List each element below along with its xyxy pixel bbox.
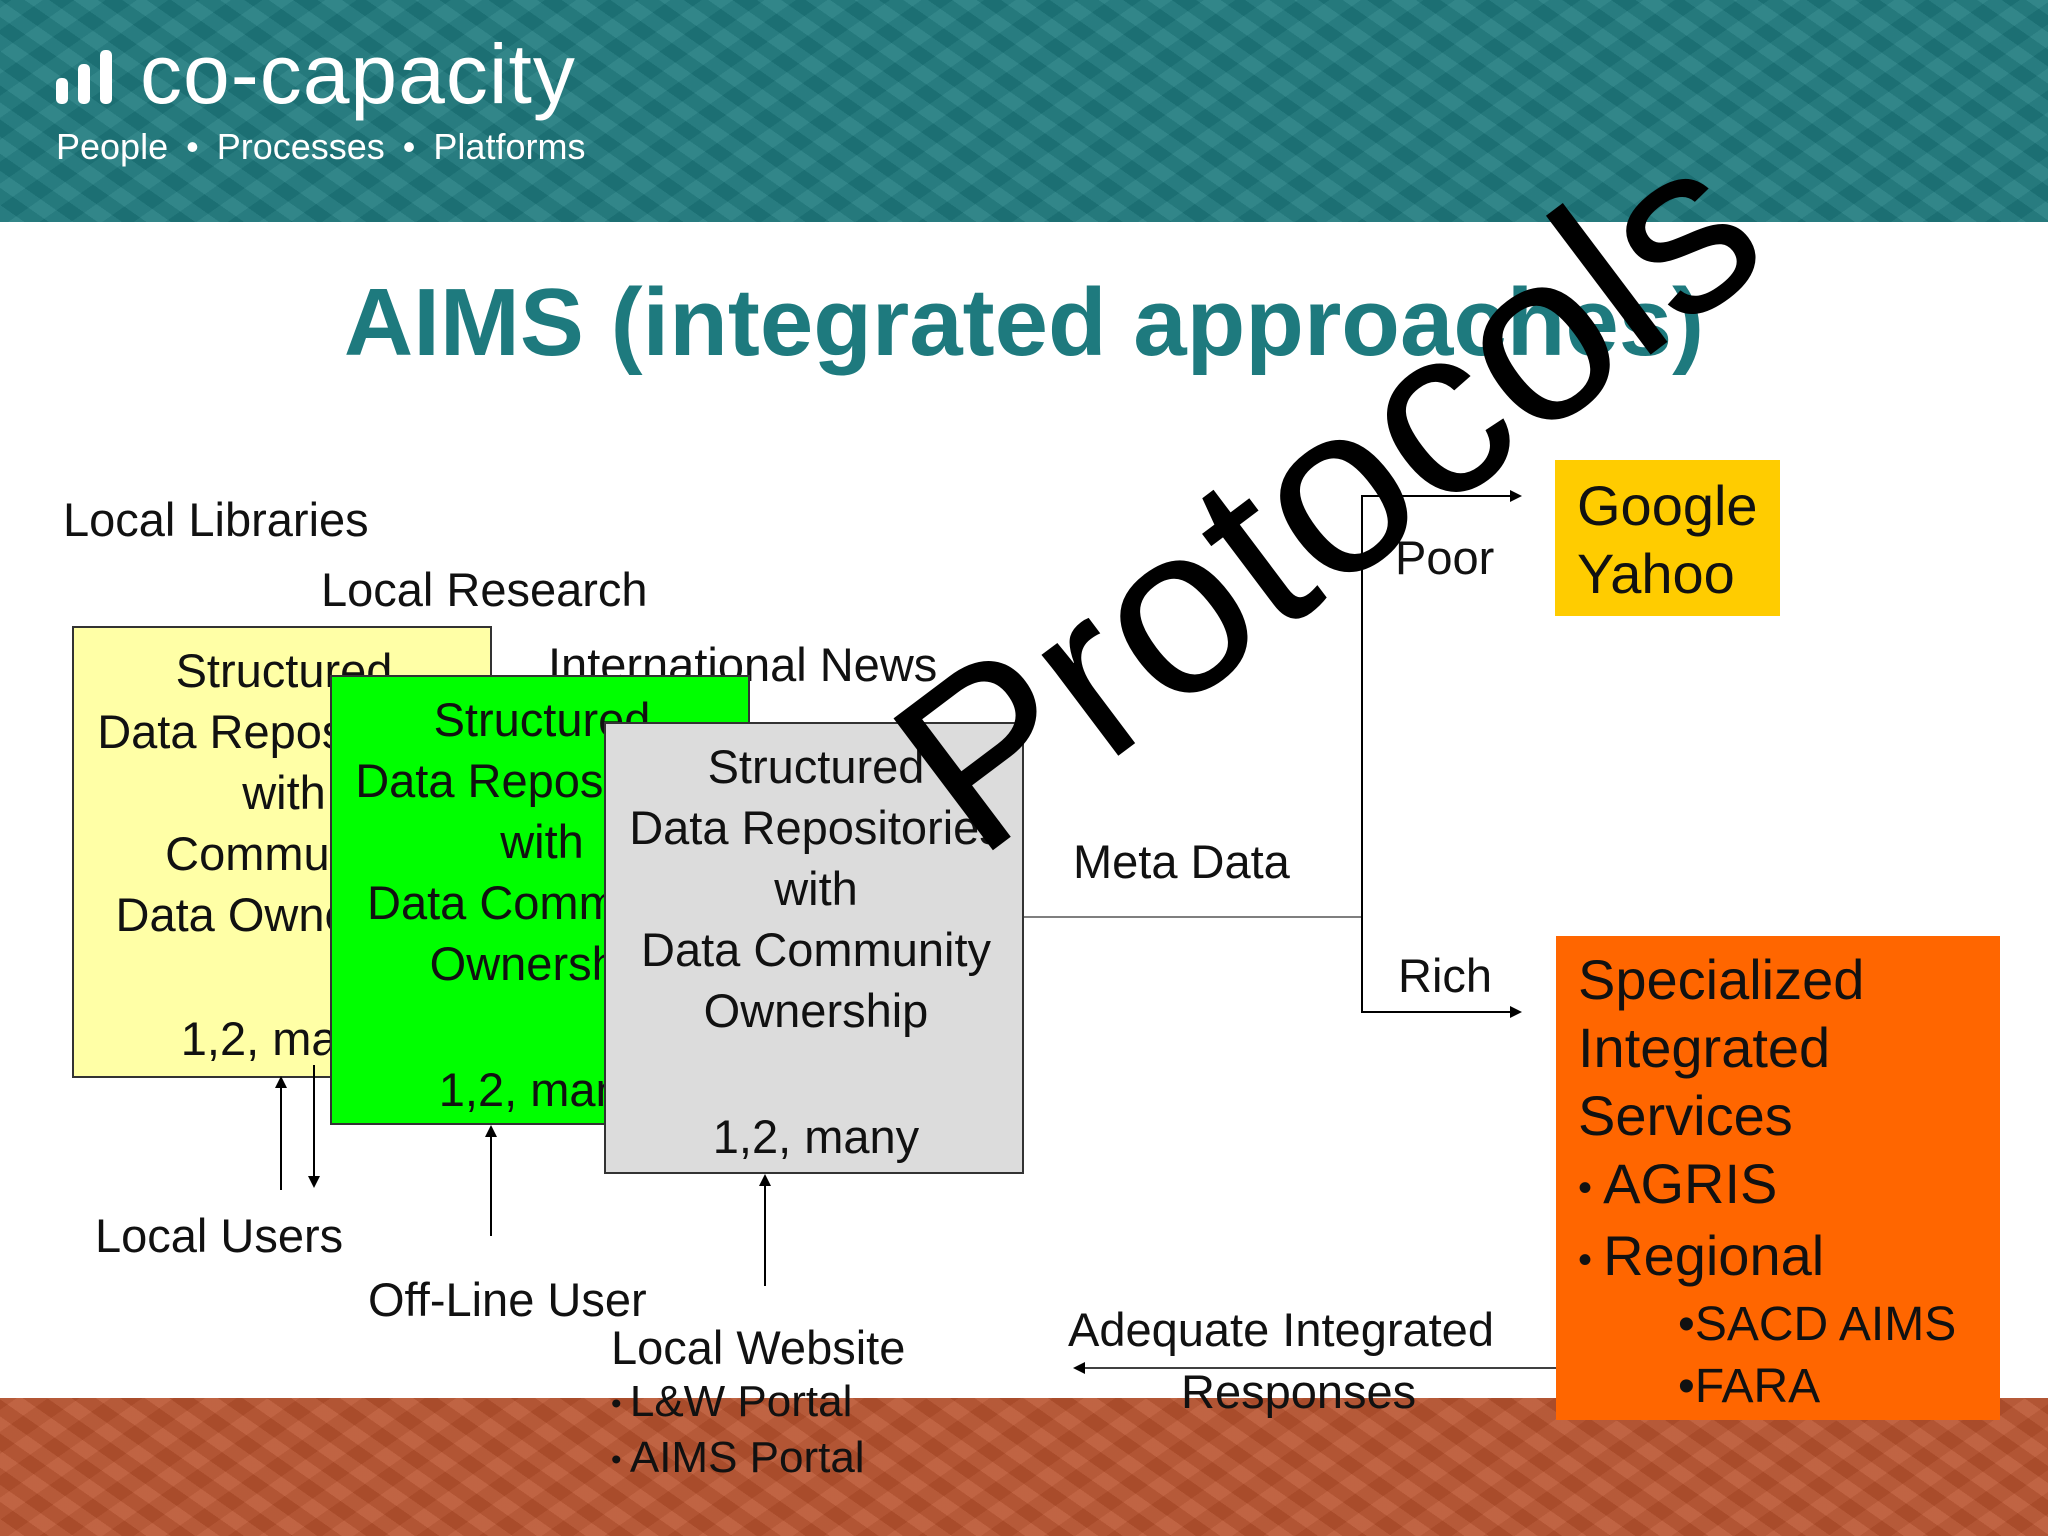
- sub-service-name: FARA: [1694, 1360, 1821, 1414]
- brand-tagline: People • Processes • Platforms: [56, 126, 585, 168]
- repo-line: with: [500, 815, 584, 868]
- service-name: Regional: [1603, 1224, 1825, 1288]
- label-rich: Rich: [1398, 949, 1493, 1002]
- repository-community-gray: Structured Data Repositories with Data C…: [604, 722, 1024, 1174]
- portal-name: L&W Portal: [629, 1377, 853, 1426]
- logo-bars-icon: [56, 50, 118, 104]
- bullet-icon: •: [611, 1387, 630, 1421]
- service-bullet: • Regional: [1578, 1222, 2000, 1294]
- specialized-services-box: Specialized Integrated Services • AGRIS …: [1556, 936, 2000, 1420]
- header-banner: [0, 0, 2048, 222]
- label-meta-data: Meta Data: [1073, 835, 1290, 888]
- label-poor: Poor: [1395, 531, 1495, 584]
- portal-item: • L&W Portal: [611, 1380, 852, 1424]
- repo-line: with: [774, 862, 858, 915]
- tagline-item: People: [56, 126, 169, 167]
- bullet-icon: •: [1578, 1166, 1604, 1211]
- label-offline-user: Off-Line User: [368, 1273, 647, 1326]
- label-local-libraries: Local Libraries: [63, 493, 369, 546]
- search-engine-name: Yahoo: [1577, 542, 1735, 605]
- bullet-icon: •: [402, 126, 416, 167]
- services-heading-line: Specialized: [1578, 948, 1865, 1011]
- services-heading-line: Integrated: [1578, 1016, 1831, 1079]
- services-heading-line: Services: [1578, 1084, 1793, 1147]
- bullet-icon: •: [1678, 1360, 1695, 1414]
- tagline-item: Processes: [216, 126, 385, 167]
- bullet-icon: •: [611, 1443, 630, 1477]
- bullet-icon: •: [1578, 1238, 1604, 1283]
- repo-line: Data Repositories: [629, 801, 1003, 854]
- portal-item: • AIMS Portal: [611, 1436, 865, 1480]
- bullet-icon: •: [1678, 1298, 1695, 1352]
- label-local-research: Local Research: [321, 563, 648, 616]
- search-engines-box: Google Yahoo: [1555, 460, 1780, 616]
- label-local-users: Local Users: [95, 1209, 344, 1262]
- label-responses: Responses: [1181, 1365, 1417, 1418]
- label-adequate-integrated: Adequate Integrated: [1068, 1303, 1494, 1356]
- service-bullet: • AGRIS: [1578, 1150, 2000, 1222]
- service-name: AGRIS: [1603, 1152, 1778, 1215]
- bullet-icon: •: [186, 126, 199, 167]
- search-engine-name: Google: [1577, 474, 1758, 537]
- service-sub-bullet: •FARA: [1578, 1356, 2000, 1418]
- brand-name: co-capacity: [140, 27, 576, 121]
- tagline-item: Platforms: [433, 126, 586, 167]
- portal-name: AIMS Portal: [629, 1433, 865, 1482]
- repo-line: Ownership: [703, 984, 929, 1037]
- repo-line: Data Community: [641, 923, 991, 976]
- repo-line: Structured: [707, 740, 925, 793]
- service-sub-bullet: •SACD AIMS: [1578, 1294, 2000, 1356]
- label-local-website: Local Website: [611, 1321, 906, 1374]
- repo-line: with: [242, 766, 326, 819]
- sub-service-name: SACD AIMS: [1694, 1298, 1957, 1352]
- slide-title: AIMS (integrated approaches): [343, 269, 1705, 376]
- footer-band: [0, 1398, 2048, 1536]
- repo-count: 1,2, many: [712, 1110, 920, 1163]
